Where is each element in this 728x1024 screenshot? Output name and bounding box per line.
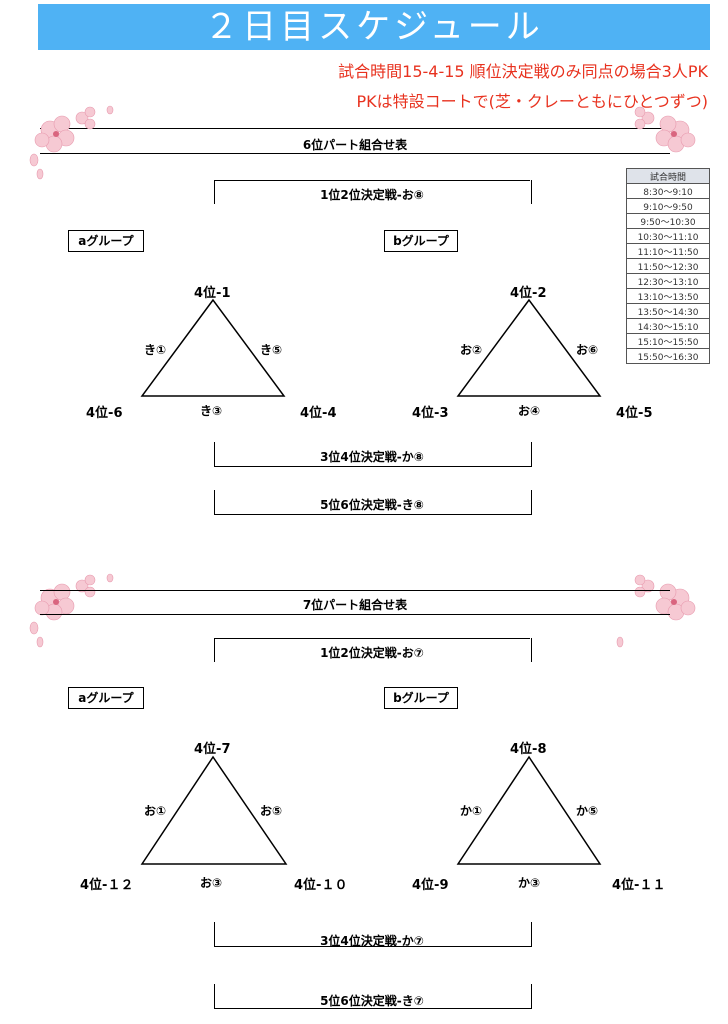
final-12-label: 1位2位決定戦-お⑦ [320, 646, 424, 660]
match-bottom: き③ [200, 404, 223, 418]
cherry-blossom-icon [634, 106, 696, 153]
bracket-final-56 [214, 490, 532, 515]
section-title: 6位パート組合せ表 [302, 138, 408, 152]
group-b-label: bグループ [384, 230, 458, 252]
cherry-blossom-icon [616, 574, 696, 648]
pk-note: PKは特設コートで(芝・クレーともにひとつずつ) [356, 92, 708, 111]
team-top: 4位-2 [510, 286, 547, 301]
rules-note: 試合時間15-4-15 順位決定戦のみ同点の場合3人PK [338, 62, 708, 81]
time-slot: 8:30～9:10 [626, 183, 710, 199]
team-left: 4位-6 [86, 406, 123, 421]
final-34-label: 3位4位決定戦-か⑦ [320, 934, 424, 948]
match-time-table: 試合時間 8:30～9:10 9:10～9:50 9:50～10:30 10:3… [626, 168, 710, 364]
page-title: ２日目スケジュール [38, 4, 710, 50]
match-right: か⑤ [576, 804, 599, 818]
section-top-line [40, 590, 670, 591]
time-slot: 13:10～13:50 [626, 288, 710, 304]
final-34-label: 3位4位決定戦-か⑧ [320, 450, 424, 464]
time-slot: 14:30～15:10 [626, 318, 710, 334]
team-right: 4位-5 [616, 406, 653, 421]
time-slot: 11:10～11:50 [626, 243, 710, 259]
time-slot: 9:50～10:30 [626, 213, 710, 229]
match-right: お⑤ [260, 804, 283, 818]
bracket-line [214, 638, 530, 639]
cherry-blossom-icon [29, 573, 114, 648]
match-bottom: お④ [518, 404, 541, 418]
cherry-blossom-icon [29, 105, 114, 180]
bracket-line [214, 180, 530, 181]
match-left: お② [460, 343, 483, 357]
time-slot: 15:10～15:50 [626, 333, 710, 349]
match-right: き⑤ [260, 343, 283, 357]
match-left: き① [144, 343, 167, 357]
match-left: お① [144, 804, 167, 818]
bracket-final-12 [214, 638, 532, 662]
section-title: 7位パート組合せ表 [302, 598, 408, 612]
team-right: 4位-4 [300, 406, 337, 421]
time-slot: 12:30～13:10 [626, 273, 710, 289]
group-a-label: aグループ [68, 230, 144, 252]
team-left: 4位-9 [412, 878, 449, 893]
final-56-label: 5位6位決定戦-き⑦ [320, 994, 424, 1008]
team-top: 4位-1 [194, 286, 231, 301]
group-b-label: bグループ [384, 687, 458, 709]
time-table-header: 試合時間 [626, 168, 710, 184]
bracket-final-12 [214, 180, 532, 204]
bracket-final-34 [214, 442, 532, 467]
time-slot: 15:50～16:30 [626, 348, 710, 364]
match-bottom: お③ [200, 876, 223, 890]
team-top: 4位-7 [194, 742, 231, 757]
final-12-label: 1位2位決定戦-お⑧ [320, 188, 424, 202]
time-slot: 11:50～12:30 [626, 258, 710, 274]
bracket-final-34 [214, 922, 532, 947]
team-top: 4位-8 [510, 742, 547, 757]
group-a-label: aグループ [68, 687, 144, 709]
section-top-line [40, 128, 670, 129]
time-slot: 10:30～11:10 [626, 228, 710, 244]
final-56-label: 5位6位決定戦-き⑧ [320, 498, 424, 512]
time-slot: 9:10～9:50 [626, 198, 710, 214]
team-left: 4位-3 [412, 406, 449, 421]
match-left: か① [460, 804, 483, 818]
section-bottom-line [40, 614, 670, 615]
match-bottom: か③ [518, 876, 541, 890]
bracket-final-56 [214, 984, 532, 1009]
team-left: 4位-１２ [80, 878, 134, 893]
team-right: 4位-１１ [612, 878, 666, 893]
time-slot: 13:50～14:30 [626, 303, 710, 319]
team-right: 4位-１０ [294, 878, 348, 893]
section-bottom-line [40, 153, 670, 154]
match-right: お⑥ [576, 343, 599, 357]
